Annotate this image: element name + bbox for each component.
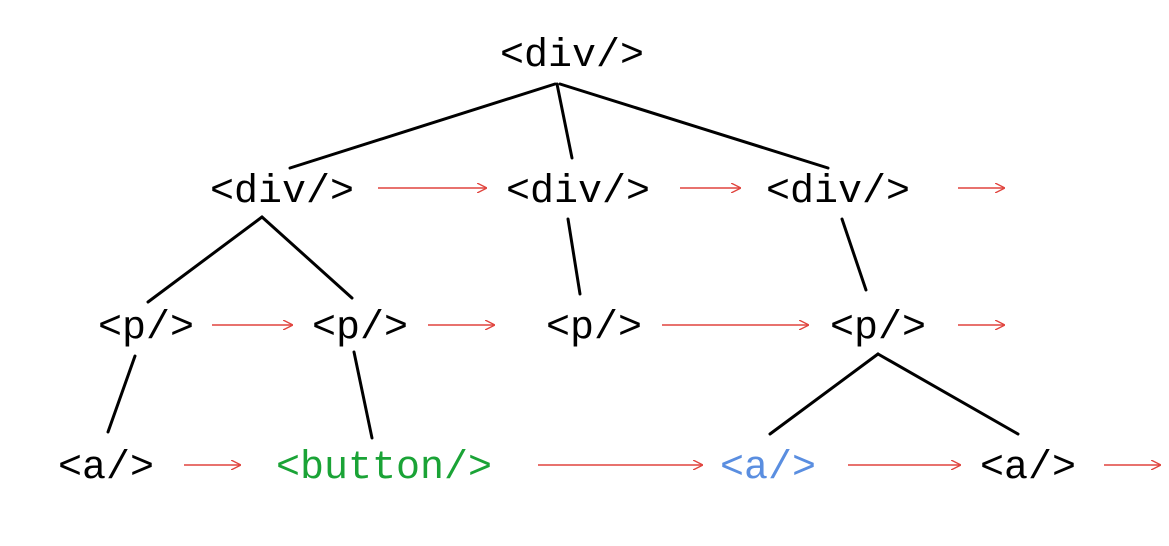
edge-p-d-a-3 — [876, 352, 1020, 436]
edge-div-a-p-b — [260, 215, 354, 300]
edge-p-d-a-2 — [768, 352, 880, 436]
tree-edges — [106, 82, 1020, 440]
edge-root-div-b — [555, 82, 574, 160]
node-a-3: <a/> — [980, 446, 1076, 491]
node-div-b: <div/> — [506, 170, 650, 215]
node-p-d: <p/> — [830, 306, 926, 351]
node-div-c: <div/> — [766, 170, 910, 215]
edge-p-a-a-1 — [106, 354, 137, 434]
edge-div-c-p-d — [840, 217, 868, 292]
edge-root-div-a — [288, 82, 557, 170]
node-root-div: <div/> — [500, 34, 644, 79]
node-a-1: <a/> — [58, 446, 154, 491]
edge-p-b-button — [352, 350, 374, 440]
node-p-a: <p/> — [98, 306, 194, 351]
node-div-a: <div/> — [210, 170, 354, 215]
node-a-2: <a/> — [720, 446, 816, 491]
edge-root-div-c — [558, 82, 830, 170]
node-button: <button/> — [276, 446, 492, 491]
edge-div-a-p-a — [146, 215, 264, 304]
edge-div-b-p-c — [566, 217, 582, 296]
sibling-arrows — [184, 188, 1160, 465]
node-p-b: <p/> — [312, 306, 408, 351]
node-p-c: <p/> — [546, 306, 642, 351]
tree-nodes: <div/> <div/> <div/> <div/> <p/> <p/> <p… — [58, 34, 1076, 491]
